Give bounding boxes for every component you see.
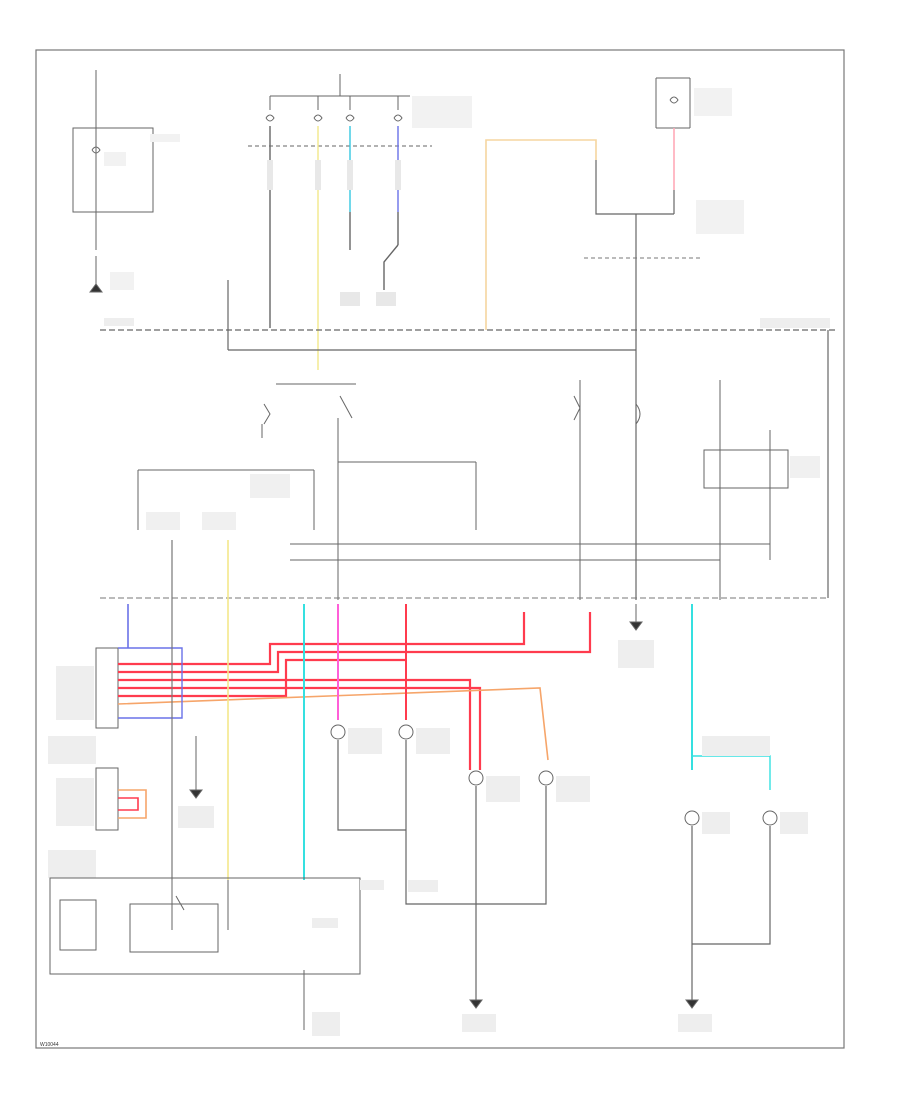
switch-box-label (312, 918, 338, 928)
headlamp-switch-area (137, 383, 477, 600)
lamp-left-high (330, 724, 778, 826)
left-module (95, 647, 119, 831)
main-bus (100, 280, 836, 600)
page-id: W10044 (40, 1042, 59, 1048)
wire-gray-right (595, 160, 674, 215)
lamp-return-wires (337, 740, 771, 1000)
ground-mid (629, 604, 643, 631)
switch-label (250, 474, 290, 498)
switch-label-2 (146, 512, 180, 530)
ground-bottom-labels (312, 880, 712, 1036)
diagram-frame (35, 49, 845, 1049)
lamp-labels (348, 728, 808, 834)
top-right-module (655, 77, 691, 129)
wire-orange-loop (118, 789, 147, 819)
ground-left-mid (189, 736, 203, 799)
module-label (694, 88, 732, 116)
switch-box-bottom-left (49, 877, 361, 975)
ground-label-left-mid (178, 806, 214, 828)
switch-box-top-label (360, 880, 384, 890)
fuse-block-label (412, 96, 472, 128)
right-switches (290, 380, 789, 600)
wire-peach (485, 139, 597, 330)
wire-red-loop (118, 797, 139, 811)
fuse-block-top-left (72, 70, 154, 293)
wire-blue-harness (118, 647, 183, 719)
wire-labels-top (267, 160, 401, 306)
relay-label (790, 456, 820, 478)
left-module-labels (48, 666, 96, 878)
bus-label-right (760, 318, 830, 328)
fuse-block-top-center (248, 74, 432, 147)
harness-bundle (117, 612, 592, 770)
bus-label-left (104, 318, 134, 326)
fuse-wires (269, 126, 399, 370)
ground-label-mid (618, 640, 654, 668)
fuse-label-block (104, 134, 180, 290)
switch-label-3 (202, 512, 236, 530)
ground-bottom (303, 970, 699, 1030)
module-label-2 (696, 200, 744, 234)
wire-cyan-branch (692, 755, 771, 790)
